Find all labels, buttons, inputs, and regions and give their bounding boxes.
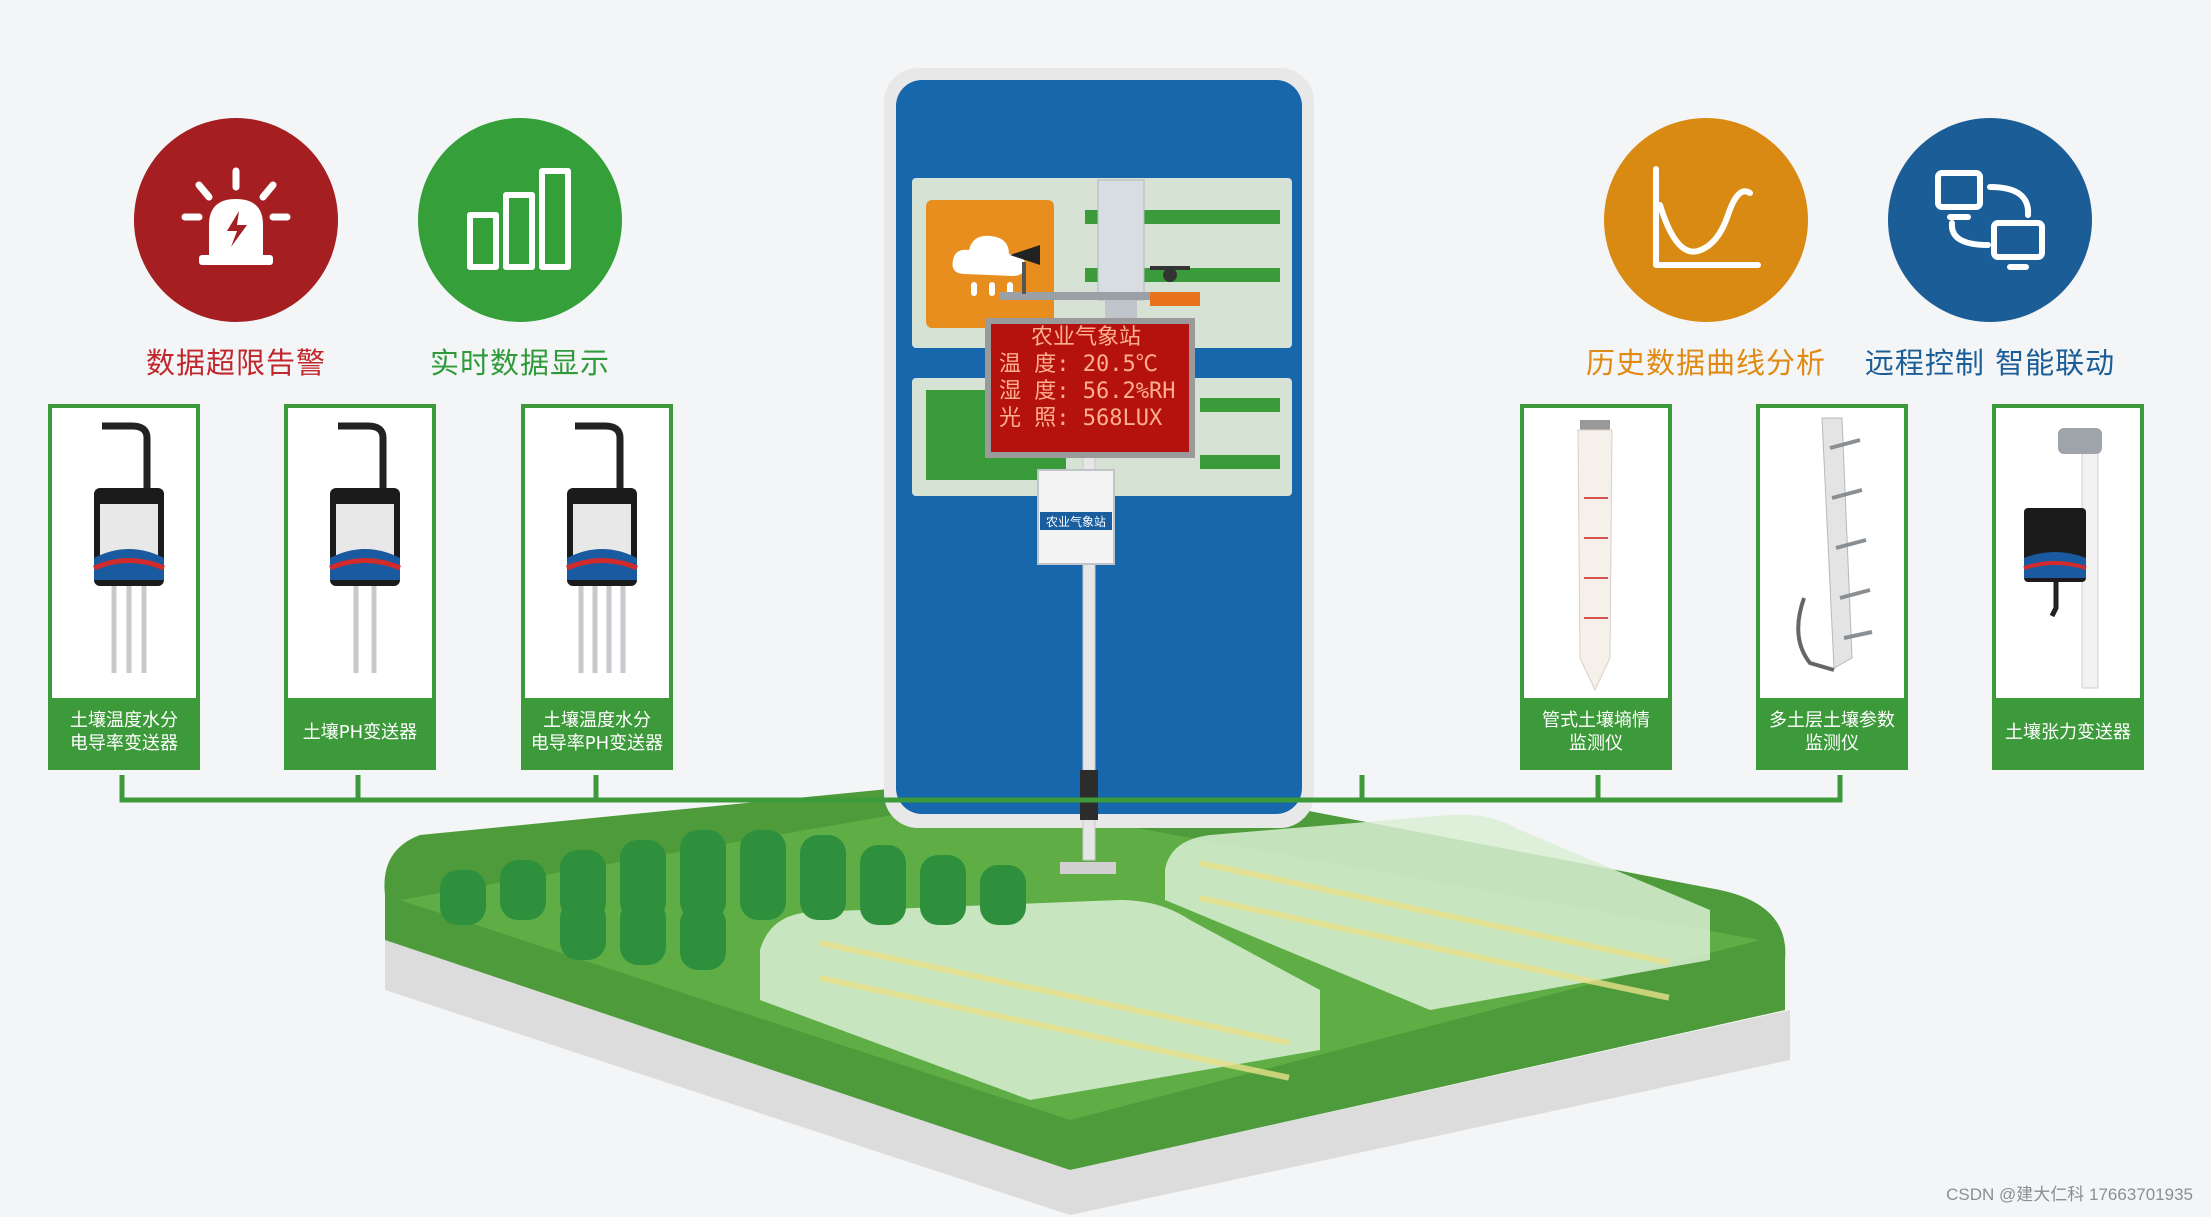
feature-realtime: 实时数据显示 (390, 118, 650, 382)
tensiometer-icon (2023, 428, 2102, 689)
sensor-card-image (288, 408, 432, 698)
feature-history-label: 历史数据曲线分析 (1585, 346, 1826, 380)
sensor-name-line1: 土壤PH变送器 (302, 721, 418, 743)
sensor-name-line2: 监测仪 (1569, 733, 1623, 754)
feature-alarm-label: 数据超限告警 (145, 346, 326, 380)
weather-tile (926, 200, 1054, 328)
sensor-card-right-3: 土壤张力变送器 (1992, 404, 2144, 770)
feature-alarm-circle (134, 118, 338, 322)
sensor-card-left-2: 土壤PH变送器 (284, 404, 436, 770)
sensor-card-caption: 土壤张力变送器 (1996, 698, 2140, 766)
alarm-siren-icon (181, 167, 291, 265)
sensor-card-image (52, 408, 196, 698)
tube-soil-sensor-icon (1577, 420, 1613, 692)
multi-layer-probe-icon (1796, 417, 1873, 672)
sensor-card-image (1760, 408, 1904, 698)
led-humidity: 湿 度: 56.2%RH (999, 379, 1176, 404)
sensor-card-image (1996, 408, 2140, 698)
sensor-name-line1: 土壤张力变送器 (2005, 721, 2131, 743)
board-bar (1200, 398, 1280, 412)
sensor-name-line1: 土壤温度水分 (542, 710, 651, 731)
sensor-card-caption: 土壤温度水分电导率PH变送器 (525, 698, 669, 766)
sensor-name-line1: 多土层土壤参数 (1769, 710, 1895, 731)
sensor-card-caption: 土壤PH变送器 (288, 698, 432, 766)
bar-chart-icon (467, 168, 571, 270)
remote-network-icon (1935, 170, 2045, 270)
sensor-card-left-3: 土壤温度水分电导率PH变送器 (521, 404, 673, 770)
feature-realtime-circle (418, 118, 622, 322)
feature-remote-label: 远程控制 智能联动 (1864, 346, 2116, 380)
led-light: 光 照: 568LUX (999, 406, 1163, 431)
feature-realtime-label: 实时数据显示 (429, 346, 610, 380)
controller-box-label: 农业气象站 (1046, 514, 1106, 529)
sensor-card-caption: 管式土壤墒情监测仪 (1524, 698, 1668, 766)
feature-alarm: 数据超限告警 (106, 118, 366, 382)
sensor-name-line2: 电导率PH变送器 (530, 733, 664, 754)
led-title: 农业气象站 (1031, 325, 1142, 350)
sensor-card-image (525, 408, 669, 698)
curve-chart-icon (1653, 166, 1761, 268)
feature-history-circle (1604, 118, 1808, 322)
led-temperature: 温 度: 20.5℃ (999, 352, 1158, 377)
sensor-name-line2: 监测仪 (1805, 733, 1859, 754)
sensor-card-image (1524, 408, 1668, 698)
sensor-card-left-1: 土壤温度水分电导率变送器 (48, 404, 200, 770)
cloud-rain-icon (952, 235, 1026, 296)
four-pin-soil-probe-icon (566, 422, 638, 673)
sensor-card-right-1: 管式土壤墒情监测仪 (1520, 404, 1672, 770)
sensor-card-caption: 土壤温度水分电导率变送器 (52, 698, 196, 766)
three-pin-soil-probe-icon (93, 422, 165, 673)
two-pin-soil-probe-icon (329, 422, 401, 673)
board-bar (1200, 455, 1280, 469)
sensor-name-line2: 电导率变送器 (70, 733, 178, 754)
sensor-card-right-2: 多土层土壤参数监测仪 (1756, 404, 1908, 770)
watermark-credit: CSDN @建大仁科 17663701935 (1946, 1185, 2193, 1204)
feature-remote-circle (1888, 118, 2092, 322)
led-display: 农业气象站 温 度: 20.5℃ 湿 度: 56.2%RH 光 照: 568LU… (985, 318, 1195, 458)
sensor-name-line1: 土壤温度水分 (70, 710, 178, 731)
feature-remote: 远程控制 智能联动 (1860, 118, 2120, 382)
sensor-card-caption: 多土层土壤参数监测仪 (1760, 698, 1904, 766)
feature-history: 历史数据曲线分析 (1576, 118, 1836, 382)
sensor-name-line1: 管式土壤墒情 (1542, 710, 1650, 731)
